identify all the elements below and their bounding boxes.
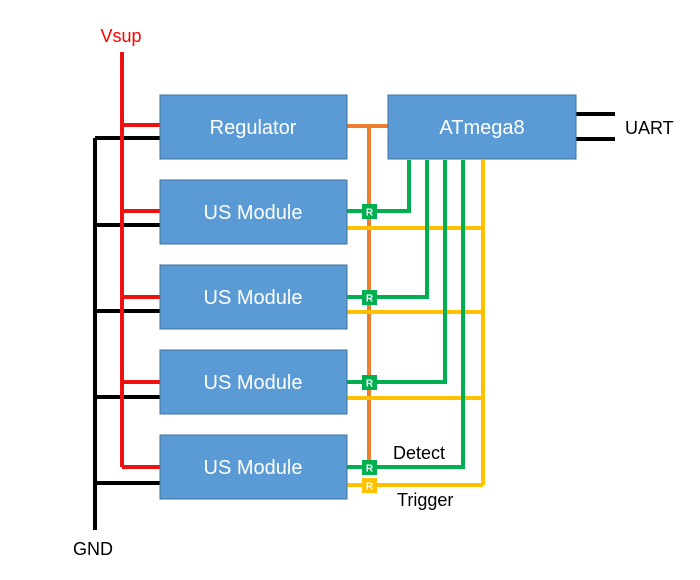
- resistor-label: R: [366, 482, 374, 493]
- mcu-label: ATmega8: [439, 117, 524, 139]
- uart-label: UART: [625, 118, 674, 138]
- resistor-label: R: [366, 379, 374, 390]
- us-module-block-1: US Module: [159, 179, 348, 245]
- resistor-label: R: [366, 464, 374, 475]
- uart-wiring: [576, 112, 615, 141]
- us-module-block-3: US Module: [159, 349, 348, 415]
- detect-resistor-1: R: [362, 204, 377, 219]
- mcu-block: ATmega8: [387, 94, 577, 160]
- trigger-label: Trigger: [397, 490, 453, 510]
- us-module-label: US Module: [204, 372, 303, 394]
- regulator-label: Regulator: [210, 117, 297, 139]
- us-module-label: US Module: [204, 287, 303, 309]
- detect-resistor-4: R: [362, 460, 377, 475]
- detect-resistor-3: R: [362, 375, 377, 390]
- us-module-label: US Module: [204, 457, 303, 479]
- vsup-wiring: [120, 52, 160, 469]
- resistor-label: R: [366, 294, 374, 305]
- gnd-label: GND: [73, 539, 113, 559]
- us-module-block-4: US Module: [159, 434, 348, 500]
- regulator-block: Regulator: [159, 94, 348, 160]
- us-module-block-2: US Module: [159, 264, 348, 330]
- resistor-label: R: [366, 208, 374, 219]
- vsup-label: Vsup: [100, 26, 141, 46]
- detect-resistor-2: R: [362, 290, 377, 305]
- trigger-resistor: R: [362, 478, 377, 493]
- us-module-label: US Module: [204, 202, 303, 224]
- detect-label: Detect: [393, 443, 445, 463]
- gnd-wiring: [93, 136, 160, 530]
